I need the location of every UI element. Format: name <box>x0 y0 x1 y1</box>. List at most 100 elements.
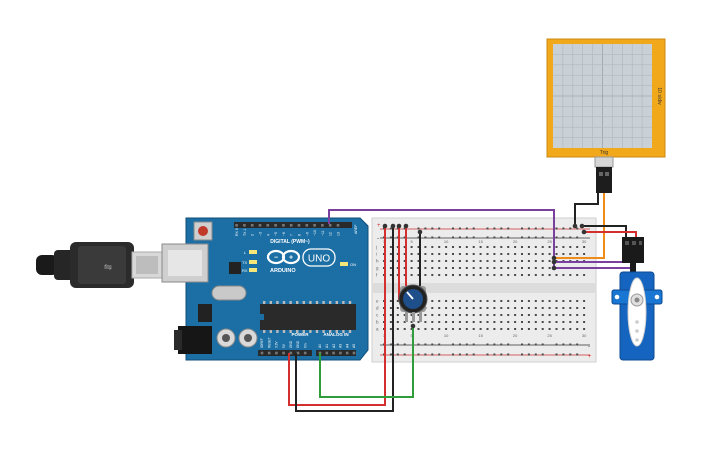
breadboard-hole[interactable] <box>534 328 537 330</box>
header-pin[interactable] <box>289 224 293 227</box>
breadboard-hole[interactable] <box>465 328 468 330</box>
breadboard-hole[interactable] <box>465 246 468 248</box>
rail-hole[interactable] <box>507 236 510 239</box>
breadboard-hole[interactable] <box>527 314 530 316</box>
breadboard-hole[interactable] <box>410 267 413 269</box>
arduino-board[interactable]: L TX RX ON − + ARDUINO UNO 1312~11~10~98… <box>161 217 369 361</box>
breadboard-hole[interactable] <box>534 314 537 316</box>
rail-hole[interactable] <box>541 353 544 356</box>
breadboard-hole[interactable] <box>452 300 454 302</box>
breadboard-hole[interactable] <box>452 260 454 262</box>
breadboard-hole[interactable] <box>417 328 420 330</box>
breadboard-hole[interactable] <box>424 314 427 316</box>
rail-hole[interactable] <box>555 353 558 356</box>
breadboard-hole[interactable] <box>583 300 586 302</box>
breadboard-hole[interactable] <box>486 328 489 330</box>
rail-hole[interactable] <box>576 227 579 230</box>
breadboard-hole[interactable] <box>479 307 482 309</box>
breadboard-hole[interactable] <box>396 246 399 248</box>
breadboard-hole[interactable] <box>445 328 448 330</box>
breadboard-hole[interactable] <box>514 260 517 262</box>
digital-header[interactable] <box>234 222 352 228</box>
rail-hole[interactable] <box>396 353 399 356</box>
breadboard-hole[interactable] <box>424 246 427 248</box>
rail-hole[interactable] <box>465 236 468 239</box>
breadboard-hole[interactable] <box>472 267 475 269</box>
rail-hole[interactable] <box>555 343 558 346</box>
breadboard-hole[interactable] <box>445 307 448 309</box>
breadboard-hole[interactable] <box>507 260 510 262</box>
rail-hole[interactable] <box>424 353 427 356</box>
breadboard-hole[interactable] <box>569 307 572 309</box>
breadboard-hole[interactable] <box>438 307 441 309</box>
breadboard-hole[interactable] <box>479 253 482 255</box>
header-pin[interactable] <box>325 351 329 355</box>
rail-hole[interactable] <box>493 353 496 356</box>
rail-hole[interactable] <box>472 343 475 346</box>
rail-hole[interactable] <box>431 227 434 230</box>
breadboard-hole[interactable] <box>493 267 496 269</box>
breadboard-hole[interactable] <box>527 274 530 276</box>
rail-hole[interactable] <box>527 343 530 346</box>
breadboard-hole[interactable] <box>465 321 468 323</box>
breadboard-hole[interactable] <box>534 253 537 255</box>
breadboard-hole[interactable] <box>452 274 454 276</box>
breadboard-hole[interactable] <box>396 307 399 309</box>
rail-hole[interactable] <box>493 227 496 230</box>
breadboard-hole[interactable] <box>548 253 551 255</box>
breadboard-hole[interactable] <box>417 267 420 269</box>
rail-hole[interactable] <box>389 236 392 239</box>
breadboard-hole[interactable] <box>514 246 517 248</box>
header-pin[interactable] <box>328 224 332 227</box>
breadboard-hole[interactable] <box>410 328 413 330</box>
breadboard-hole[interactable] <box>500 274 503 276</box>
breadboard-hole[interactable] <box>521 246 523 248</box>
breadboard-hole[interactable] <box>389 307 392 309</box>
header-pin[interactable] <box>243 224 246 227</box>
breadboard-hole[interactable] <box>521 307 523 309</box>
rail-hole[interactable] <box>555 227 558 230</box>
breadboard-hole[interactable] <box>452 307 454 309</box>
breadboard-hole[interactable] <box>569 300 572 302</box>
breadboard-hole[interactable] <box>541 267 544 269</box>
rail-hole[interactable] <box>403 353 406 356</box>
breadboard-hole[interactable] <box>569 314 572 316</box>
breadboard-hole[interactable] <box>445 321 448 323</box>
breadboard-hole[interactable] <box>569 253 572 255</box>
header-pin[interactable] <box>339 351 342 355</box>
breadboard-hole[interactable] <box>493 300 496 302</box>
header-pin[interactable] <box>266 224 270 227</box>
breadboard-hole[interactable] <box>403 328 406 330</box>
rail-hole[interactable] <box>500 343 503 346</box>
breadboard-hole[interactable] <box>527 253 530 255</box>
servo-motor[interactable] <box>611 237 663 361</box>
rail-hole[interactable] <box>493 236 496 239</box>
breadboard-hole[interactable] <box>458 328 461 330</box>
breadboard-hole[interactable] <box>431 328 434 330</box>
breadboard-hole[interactable] <box>465 260 468 262</box>
breadboard-hole[interactable] <box>541 260 544 262</box>
breadboard-hole[interactable] <box>452 321 454 323</box>
breadboard-hole[interactable] <box>555 253 558 255</box>
breadboard-hole[interactable] <box>486 314 489 316</box>
header-pin[interactable] <box>297 224 301 227</box>
rail-hole[interactable] <box>438 236 441 239</box>
header-pin[interactable] <box>267 351 271 355</box>
breadboard-hole[interactable] <box>452 253 454 255</box>
wire-black-gnd[interactable] <box>295 226 394 412</box>
breadboard-hole[interactable] <box>486 267 489 269</box>
rail-hole[interactable] <box>403 343 406 346</box>
breadboard-hole[interactable] <box>445 267 448 269</box>
rail-hole[interactable] <box>507 353 510 356</box>
breadboard-hole[interactable] <box>396 300 399 302</box>
breadboard-hole[interactable] <box>424 321 427 323</box>
breadboard-hole[interactable] <box>452 328 454 330</box>
breadboard-hole[interactable] <box>576 321 579 323</box>
rail-hole[interactable] <box>521 343 523 346</box>
rail-hole[interactable] <box>472 236 475 239</box>
breadboard-hole[interactable] <box>534 307 537 309</box>
breadboard-hole[interactable] <box>417 246 420 248</box>
breadboard-hole[interactable] <box>562 314 565 316</box>
rail-hole[interactable] <box>534 353 537 356</box>
breadboard-hole[interactable] <box>548 328 551 330</box>
